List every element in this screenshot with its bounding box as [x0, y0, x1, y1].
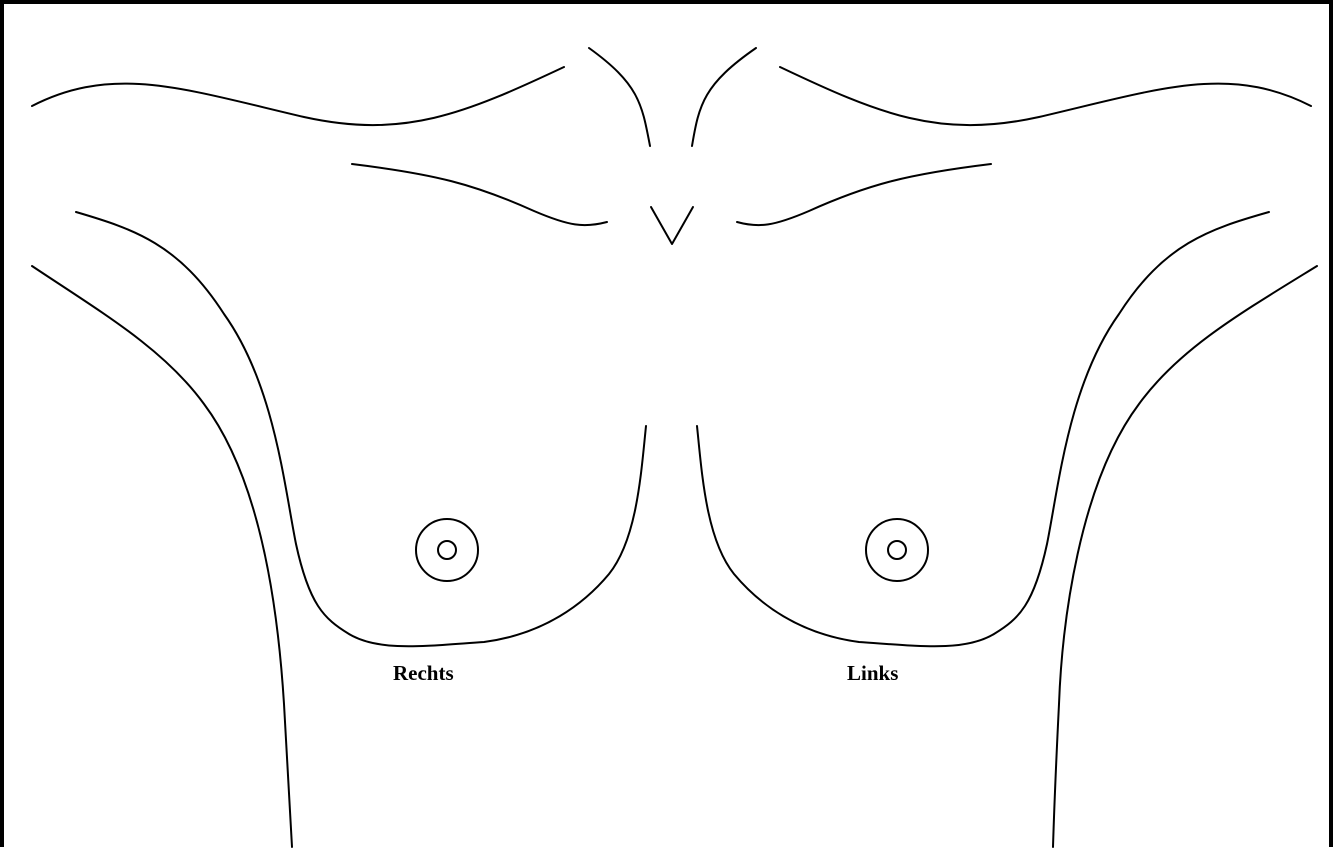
- left-arm-outer-line: [1053, 266, 1317, 847]
- right-shoulder-line: [32, 67, 564, 125]
- left-shoulder-line: [780, 67, 1311, 125]
- right-breast-contour: [76, 212, 646, 646]
- torso-outline-drawing: [4, 4, 1333, 851]
- right-areola: [416, 519, 478, 581]
- left-areola: [866, 519, 928, 581]
- right-arm-outer-line: [32, 266, 292, 847]
- neck-right-line: [589, 48, 650, 146]
- right-clavicle-line: [352, 164, 607, 225]
- left-breast-contour: [697, 212, 1269, 646]
- label-right-side: Rechts: [393, 663, 454, 684]
- sternal-notch: [651, 207, 693, 244]
- neck-left-line: [692, 48, 756, 146]
- left-clavicle-line: [737, 164, 991, 225]
- label-left-side: Links: [847, 663, 898, 684]
- left-nipple: [888, 541, 906, 559]
- right-nipple: [438, 541, 456, 559]
